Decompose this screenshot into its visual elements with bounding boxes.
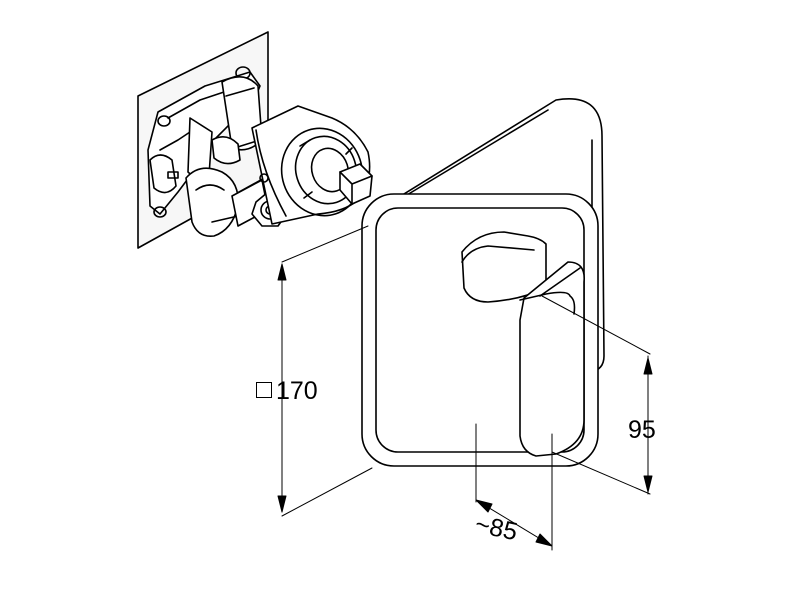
square-symbol-icon	[256, 382, 272, 398]
dimension-label-170: 170	[256, 379, 318, 404]
mounting-hole-icon	[157, 115, 171, 127]
dimension-95	[541, 295, 653, 495]
dimension-label-95: 95	[628, 416, 656, 444]
spindle	[339, 163, 373, 205]
dimension-value-170: 170	[276, 377, 318, 405]
dimension-170	[277, 225, 373, 517]
mounting-hole-icon	[153, 206, 167, 218]
dimension-85	[475, 423, 553, 551]
bolt-head-icon	[259, 173, 269, 183]
cartridge-cylinder	[251, 105, 371, 225]
concealed-valve-body	[147, 66, 269, 238]
